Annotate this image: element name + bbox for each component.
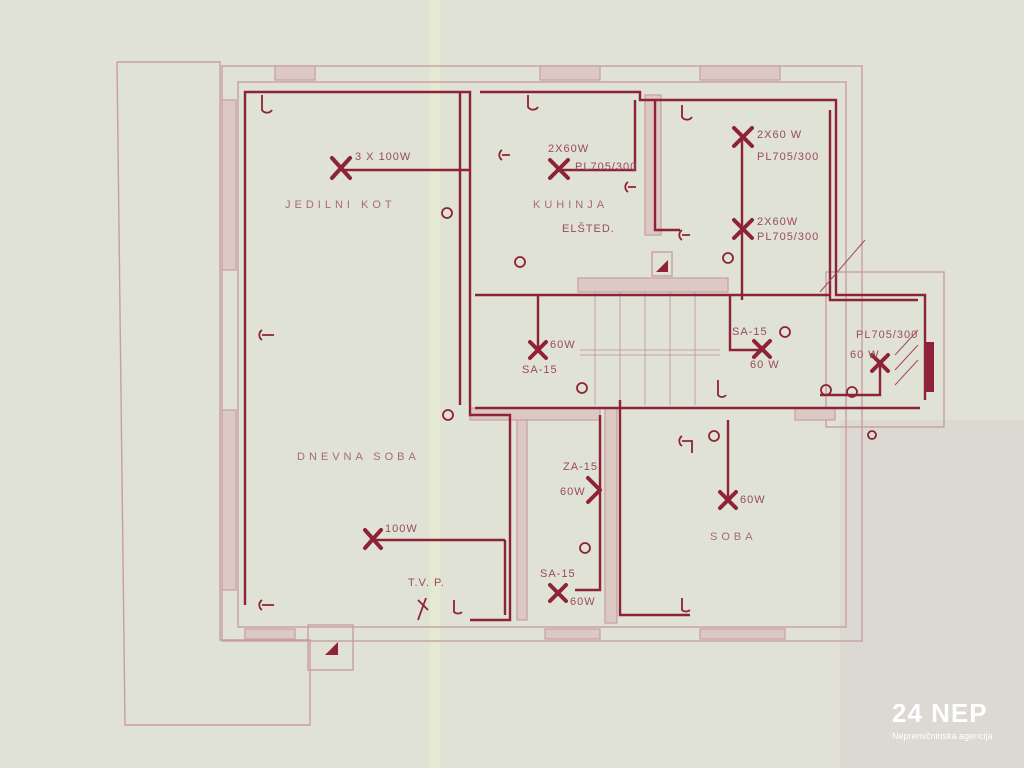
watermark-tagline: Nepremičninska agencija <box>892 731 993 741</box>
label: PL705/300 <box>856 329 918 341</box>
label: 100W <box>385 523 418 535</box>
outer-walls <box>221 65 945 671</box>
terrace-outline <box>116 61 311 726</box>
label: 60 W <box>850 349 880 361</box>
room-label-bedroom: SOBA <box>710 531 757 543</box>
sockets-switches <box>258 95 919 621</box>
label: 60W <box>570 596 596 608</box>
label: PL705/300 <box>575 161 637 173</box>
agency-watermark: 24 NEP Nepremičninska agencija <box>892 698 993 741</box>
paper-fold <box>430 0 440 768</box>
label: PL705/300 <box>757 231 819 243</box>
shadow <box>840 420 1024 768</box>
light-fixtures <box>330 126 934 603</box>
label: 2X60W <box>548 143 589 155</box>
fixture-labels: 3 X 100W 2X60W PL705/300 ELŠTED. 2X60 W … <box>355 129 918 608</box>
label: 3 X 100W <box>355 151 411 163</box>
label: SA-15 <box>732 326 768 338</box>
wiring <box>243 90 927 622</box>
room-label-living: DNEVNA SOBA <box>297 451 420 463</box>
inner-walls <box>469 94 836 624</box>
label: ZA-15 <box>563 461 598 473</box>
label: SA-15 <box>540 568 576 580</box>
label: 2X60W <box>757 216 798 228</box>
label: ELŠTED. <box>562 222 615 235</box>
label: T.V. P. <box>408 577 445 589</box>
label: 60W <box>560 486 586 498</box>
label: SA-15 <box>522 364 558 376</box>
room-label-kitchen: KUHINJA <box>533 199 608 211</box>
watermark-brand: 24 NEP <box>892 698 988 728</box>
label: PL705/300 <box>757 151 819 163</box>
label: 60W <box>740 494 766 506</box>
label: 60W <box>550 339 576 351</box>
room-label-dining: JEDILNI KOT <box>285 199 396 211</box>
label: 2X60 W <box>757 129 802 141</box>
label: 60 W <box>750 359 780 371</box>
